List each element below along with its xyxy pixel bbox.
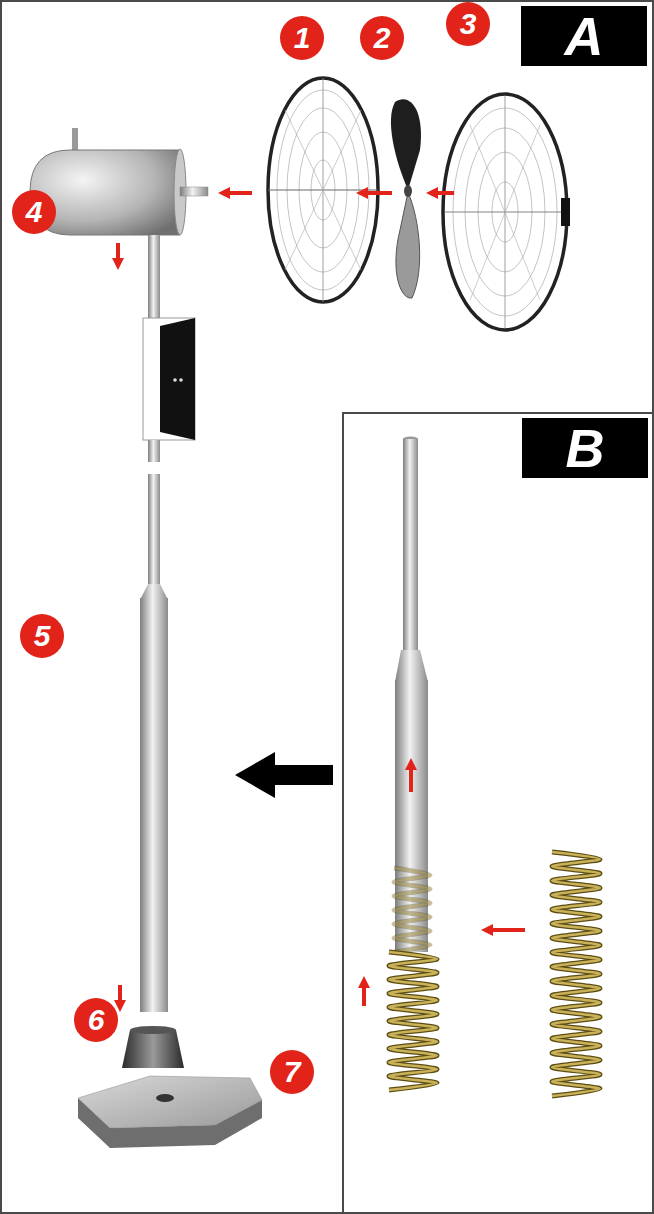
springs — [389, 852, 600, 1096]
pole-upper — [148, 474, 160, 586]
control-panel — [160, 318, 195, 440]
callout-number: 7 — [270, 1050, 314, 1094]
panel-letter: B — [522, 418, 648, 478]
pole-upper — [148, 440, 160, 462]
callout-holder: 3 — [446, 2, 490, 46]
assembly-arrow — [118, 193, 454, 1006]
neck — [148, 235, 160, 320]
inner-tube — [403, 439, 418, 652]
spring-coil — [394, 868, 430, 952]
fan-blade — [391, 99, 421, 298]
assembly-panel: B — [342, 412, 654, 1214]
spring-coil — [552, 852, 600, 1096]
assembly-arrow — [364, 764, 525, 1006]
base-cone — [122, 1030, 184, 1068]
pole-lower — [140, 598, 168, 1012]
pole-collar — [140, 584, 168, 600]
base-hole — [156, 1094, 174, 1102]
motor-shaft — [180, 187, 208, 196]
control-bracket — [143, 318, 195, 440]
base-plate — [78, 1076, 262, 1128]
callout-holder: 4 — [12, 190, 56, 234]
spring-coil — [552, 852, 600, 1096]
knob — [72, 128, 78, 152]
callout-holder: 2 — [360, 16, 404, 60]
callout-number: 1 — [280, 16, 324, 60]
callout-number: 5 — [20, 614, 64, 658]
panel-arrow — [235, 752, 333, 798]
tube-collar — [395, 650, 428, 682]
callout-holder: 7 — [270, 1050, 314, 1094]
spring-coil — [389, 952, 437, 1090]
callout-number: 4 — [12, 190, 56, 234]
spring-coil — [389, 952, 437, 1090]
callout-number: 6 — [74, 998, 118, 1042]
callout-number: 3 — [446, 2, 490, 46]
callout-holder: 1 — [280, 16, 324, 60]
rear-grill — [443, 94, 570, 330]
callout-holder: 5 — [20, 614, 64, 658]
spring-coil — [394, 868, 430, 952]
panel-letter: A — [521, 6, 647, 66]
callout-holder: 6 — [74, 998, 118, 1042]
callout-number: 2 — [360, 16, 404, 60]
front-grill — [268, 78, 378, 302]
